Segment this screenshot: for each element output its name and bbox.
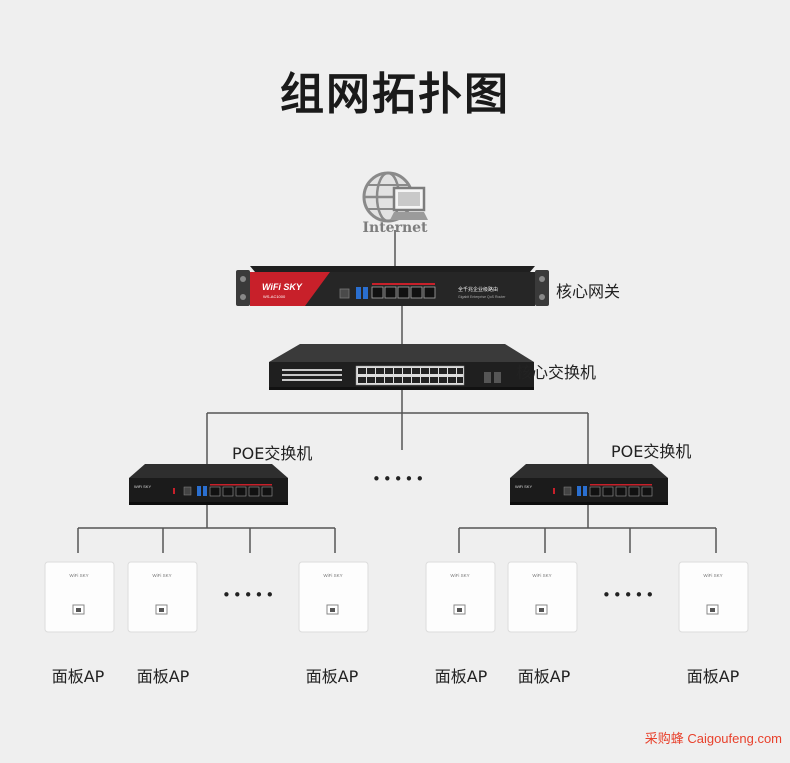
ap-1-label: 面板AP [51,667,105,686]
gateway-label: 核心网关 [556,282,621,301]
internet-label: Internet [362,220,428,236]
gateway-brand: WiFi SKY [262,282,303,292]
page-title: 组网拓扑图 [280,69,510,120]
ap-2-label: 面板AP [136,667,190,686]
poe-right-brand: WiFi SKY [515,484,532,489]
poe-switch-right-label: POE交换机 [611,442,692,461]
poe-switch-left-device: WiFi SKY [129,464,288,505]
panel-ap-1-device: WiFi SKY [44,561,115,633]
ap-3-brand: WiFi SKY [323,573,342,578]
core-switch-device [269,344,534,390]
ap-2-brand: WiFi SKY [152,573,171,578]
ap-6-label: 面板AP [686,667,740,686]
ap-4-label: 面板AP [434,667,488,686]
poe-switch-left-label: POE交换机 [232,444,313,463]
panel-ap-3-device: WiFi SKY [298,561,369,633]
ellipsis-aps-left: ••••• [222,586,277,604]
ap-5-label: 面板AP [517,667,571,686]
gateway-device-text: 全千兆企业级路由 [458,286,498,293]
ap-4-brand: WiFi SKY [450,573,469,578]
panel-ap-2-device: WiFi SKY [127,561,198,633]
core-gateway-device: WiFi SKY WS-AC1000 全千兆企业级路由 Gigabit Ente… [236,266,549,306]
gateway-model: WS-AC1000 [263,294,286,299]
core-switch-label: 核心交换机 [516,363,597,382]
gateway-device-subtext: Gigabit Enterprise QoS Router [458,295,506,299]
ap-1-brand: WiFi SKY [69,573,88,578]
ap-6-brand: WiFi SKY [703,573,722,578]
panel-ap-4-device: WiFi SKY [425,561,496,633]
ellipsis-switches: ••••• [372,470,427,488]
connection-lines [77,230,717,553]
ap-5-brand: WiFi SKY [532,573,551,578]
ellipsis-aps-right: ••••• [602,586,657,604]
watermark: 采购蜂 Caigoufeng.com [644,731,782,746]
poe-switch-right-device: WiFi SKY [510,464,668,505]
poe-left-brand: WiFi SKY [134,484,151,489]
globe-computer-icon [362,171,428,223]
panel-ap-6-device: WiFi SKY [678,561,749,633]
panel-ap-5-device: WiFi SKY [507,561,578,633]
ap-3-label: 面板AP [305,667,359,686]
